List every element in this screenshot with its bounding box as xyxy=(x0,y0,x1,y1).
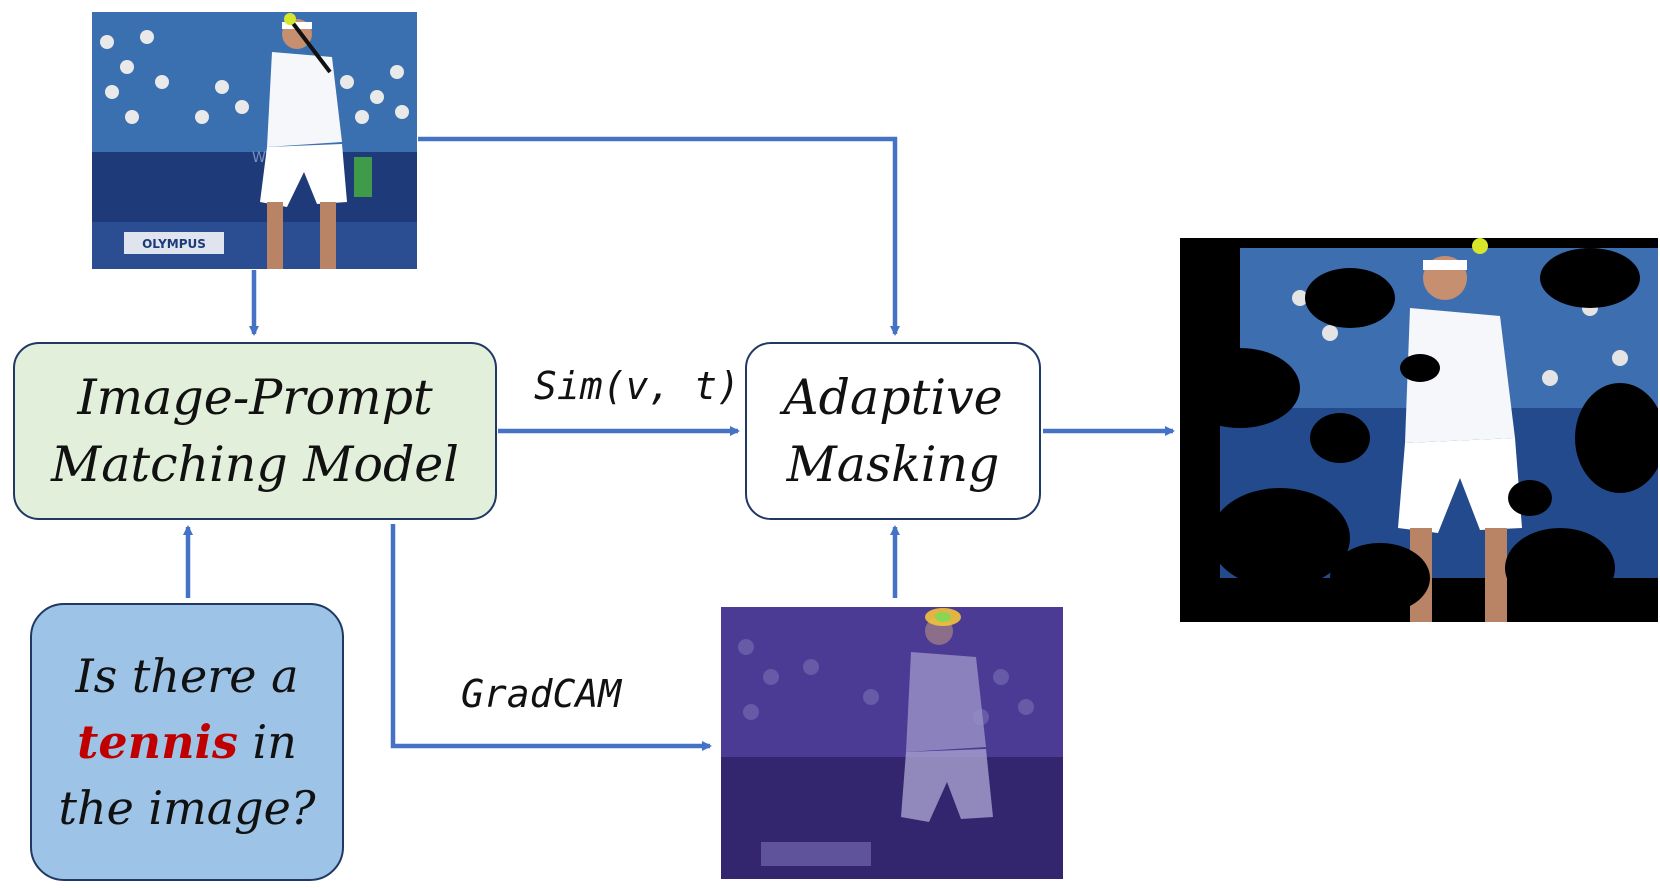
prompt-keyword: tennis xyxy=(77,715,238,769)
adaptive-masking-box: Adaptive Masking xyxy=(745,342,1041,520)
matching-model-box: Image-Prompt Matching Model xyxy=(13,342,497,520)
prompt-line1: Is there a xyxy=(75,649,299,703)
adaptive-masking-line1: Adaptive xyxy=(783,369,1003,426)
gradcam-heatmap-image xyxy=(721,607,1063,879)
similarity-label: Sim(v, t) xyxy=(534,364,740,408)
adaptive-masking-line2: Masking xyxy=(786,436,1000,493)
matching-model-line1: Image-Prompt xyxy=(77,369,433,426)
prompt-line2: tennis in xyxy=(77,709,297,775)
svg-text:OLYMPUS: OLYMPUS xyxy=(142,237,206,251)
gradcam-label: GradCAM xyxy=(461,672,622,716)
input-image: OLYMPUS WTA xyxy=(92,12,417,269)
tennis-photo: OLYMPUS WTA xyxy=(92,12,417,269)
masked-output-image xyxy=(1180,238,1658,622)
prompt-after-keyword: in xyxy=(252,715,297,769)
arrow-gradcam xyxy=(390,524,712,751)
prompt-line3: the image? xyxy=(58,781,316,835)
arrow-input-to-masking xyxy=(418,136,900,336)
matching-model-line2: Matching Model xyxy=(51,436,459,493)
prompt-box: Is there a tennis in the image? xyxy=(30,603,344,881)
masked-photo xyxy=(1180,238,1658,622)
heatmap-photo xyxy=(721,607,1063,879)
